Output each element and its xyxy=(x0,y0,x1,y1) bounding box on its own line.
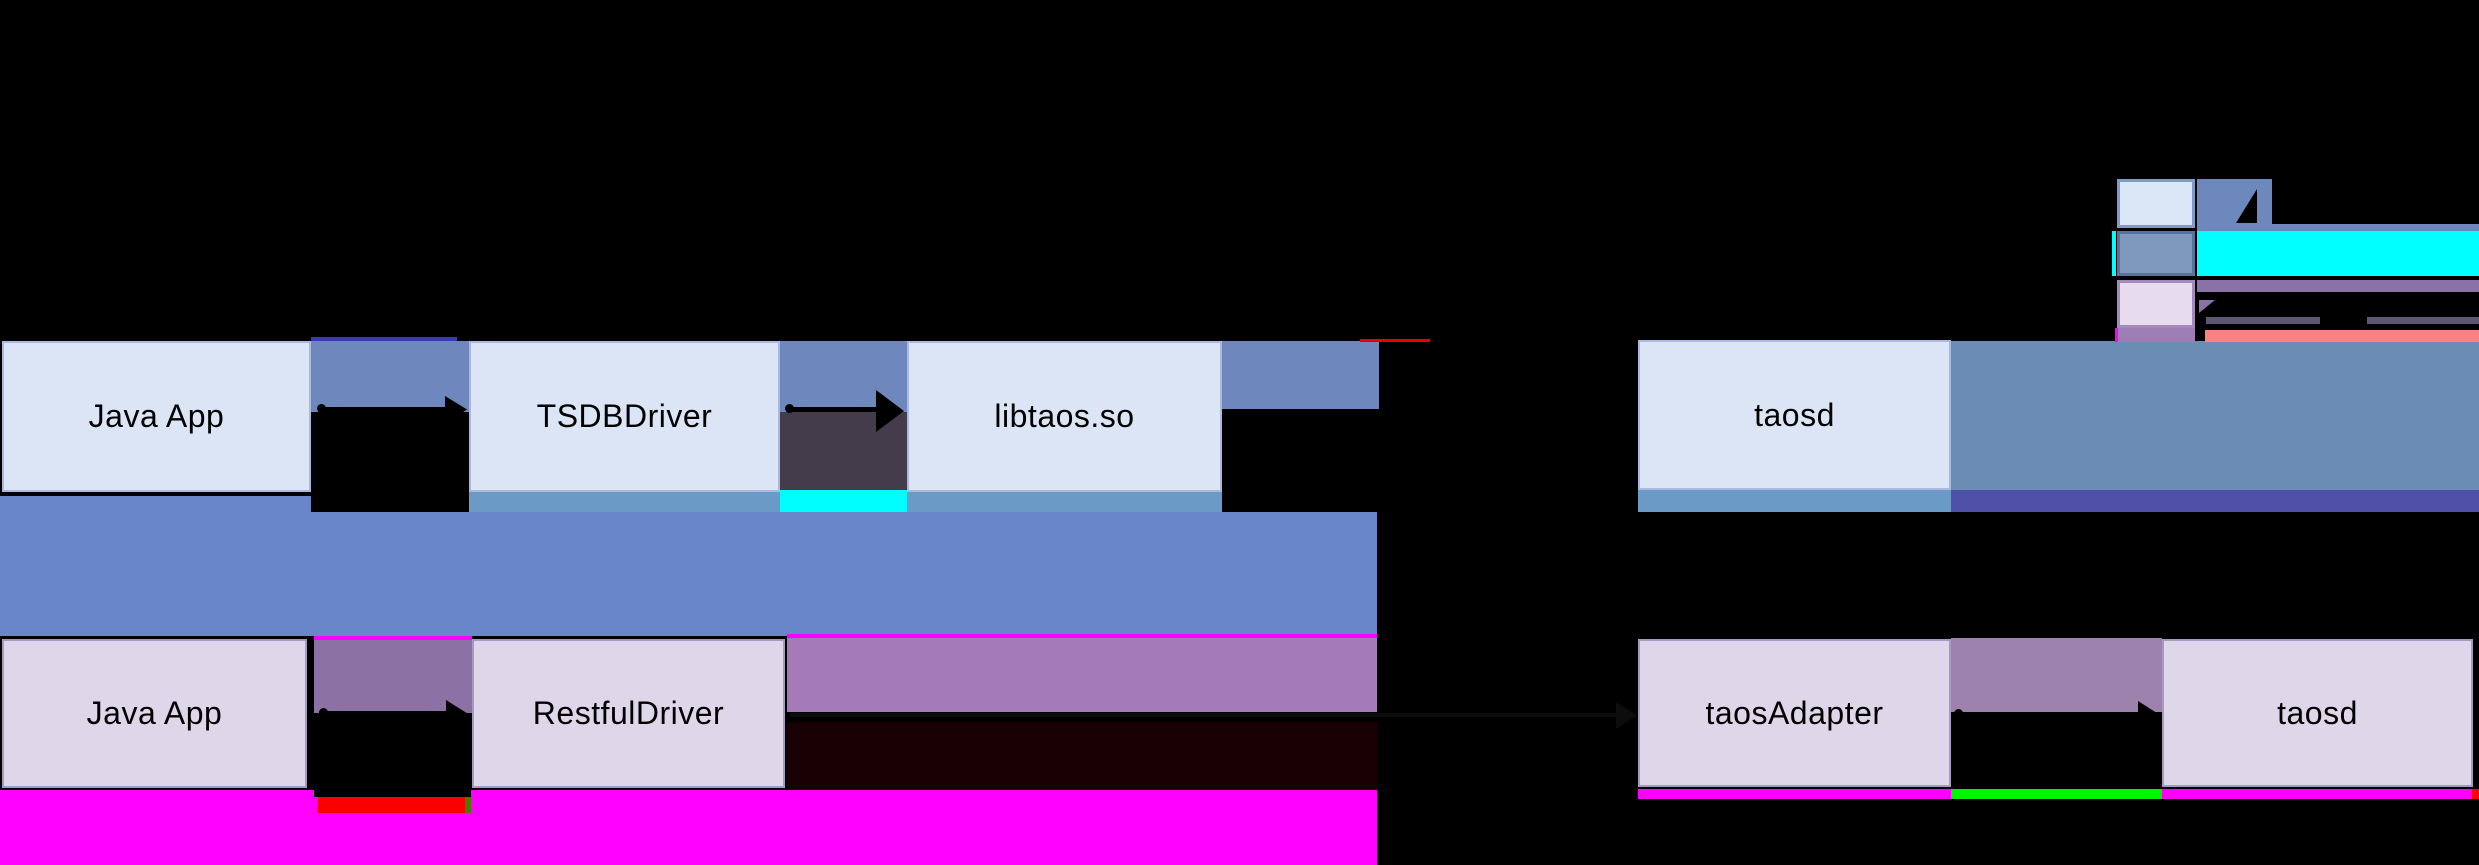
arrow-line xyxy=(1222,409,1618,414)
network-band-blue xyxy=(0,512,1377,636)
arrow-dot xyxy=(319,708,328,717)
jni-connector-2-lower xyxy=(780,412,907,492)
indigo-strip xyxy=(1951,490,2479,512)
red-bar xyxy=(318,797,465,813)
magenta-line xyxy=(787,634,1377,638)
arrow-line xyxy=(324,711,448,716)
node-taosd-restful: taosd xyxy=(2162,639,2473,787)
maroon-band xyxy=(787,722,1377,790)
arrowhead-icon xyxy=(1616,702,1637,729)
red-underline-tip xyxy=(2472,789,2479,799)
node-label: taosd xyxy=(2277,694,2358,731)
node-label: TSDBDriver xyxy=(536,398,713,434)
legend-salmon-band xyxy=(2205,330,2479,342)
node-restful-driver: RestfulDriver xyxy=(472,639,785,788)
purple-band xyxy=(787,638,1377,712)
black-gap xyxy=(314,788,471,797)
olive-tick xyxy=(465,797,471,813)
teal-strip xyxy=(1638,490,1951,512)
arrow-dot xyxy=(785,404,794,413)
node-label: libtaos.so xyxy=(994,398,1135,434)
arrowhead-icon xyxy=(1616,398,1637,425)
node-java-app-jni: Java App xyxy=(2,341,311,492)
node-label: Java App xyxy=(86,695,223,731)
arrow-line xyxy=(1959,712,2140,717)
legend-line-3 xyxy=(2197,280,2479,292)
arrow-line xyxy=(790,713,1620,717)
legend-wedge xyxy=(2199,300,2215,313)
teal-strip xyxy=(469,492,780,512)
node-tsdb-driver: TSDBDriver xyxy=(469,341,780,492)
restful-connector-1 xyxy=(314,640,472,713)
magenta-underline xyxy=(2162,789,2472,799)
jni-connector-1 xyxy=(311,341,469,412)
arrow-dot xyxy=(1954,709,1963,718)
node-label: taosAdapter xyxy=(1705,694,1884,731)
legend-grey-underline-b xyxy=(2367,317,2479,324)
taosd-band-blue xyxy=(1951,341,2479,490)
node-label: RestfulDriver xyxy=(532,695,725,731)
jni-connector-3-stub xyxy=(1222,341,1379,412)
magenta-line xyxy=(314,636,472,640)
red-line xyxy=(1360,339,1430,342)
arrow-line xyxy=(322,407,447,412)
magenta-underline xyxy=(1638,789,1951,799)
legend-grey-underline-a xyxy=(2206,317,2320,324)
legend-line-1 xyxy=(2197,224,2479,231)
node-taos-adapter: taosAdapter xyxy=(1638,639,1951,787)
node-java-app-restful: Java App xyxy=(2,639,307,788)
legend-swatch-1 xyxy=(2117,179,2195,228)
legend-swatch-4 xyxy=(2117,328,2195,342)
magenta-band xyxy=(0,790,1377,865)
legend-swatch-2 xyxy=(2117,231,2195,276)
restful-connector-2 xyxy=(1951,638,2162,712)
jni-connector-1-top-line xyxy=(311,337,457,341)
teal-strip xyxy=(907,492,1222,512)
legend-line-2 xyxy=(2197,231,2479,276)
legend-swatch-3 xyxy=(2117,280,2195,328)
legend-swatch-4-edge xyxy=(2115,328,2118,342)
cyan-strip xyxy=(780,490,907,512)
arrow-line xyxy=(790,407,880,412)
node-taosd-jni: taosd xyxy=(1638,340,1951,490)
node-label: taosd xyxy=(1754,396,1835,433)
legend-cyan-sliver xyxy=(2112,231,2116,276)
legend-line-1-block xyxy=(2197,179,2272,225)
green-underline xyxy=(1951,789,2162,799)
node-label: Java App xyxy=(88,398,225,434)
arrow-dot xyxy=(317,404,326,413)
node-libtaos: libtaos.so xyxy=(907,341,1222,492)
